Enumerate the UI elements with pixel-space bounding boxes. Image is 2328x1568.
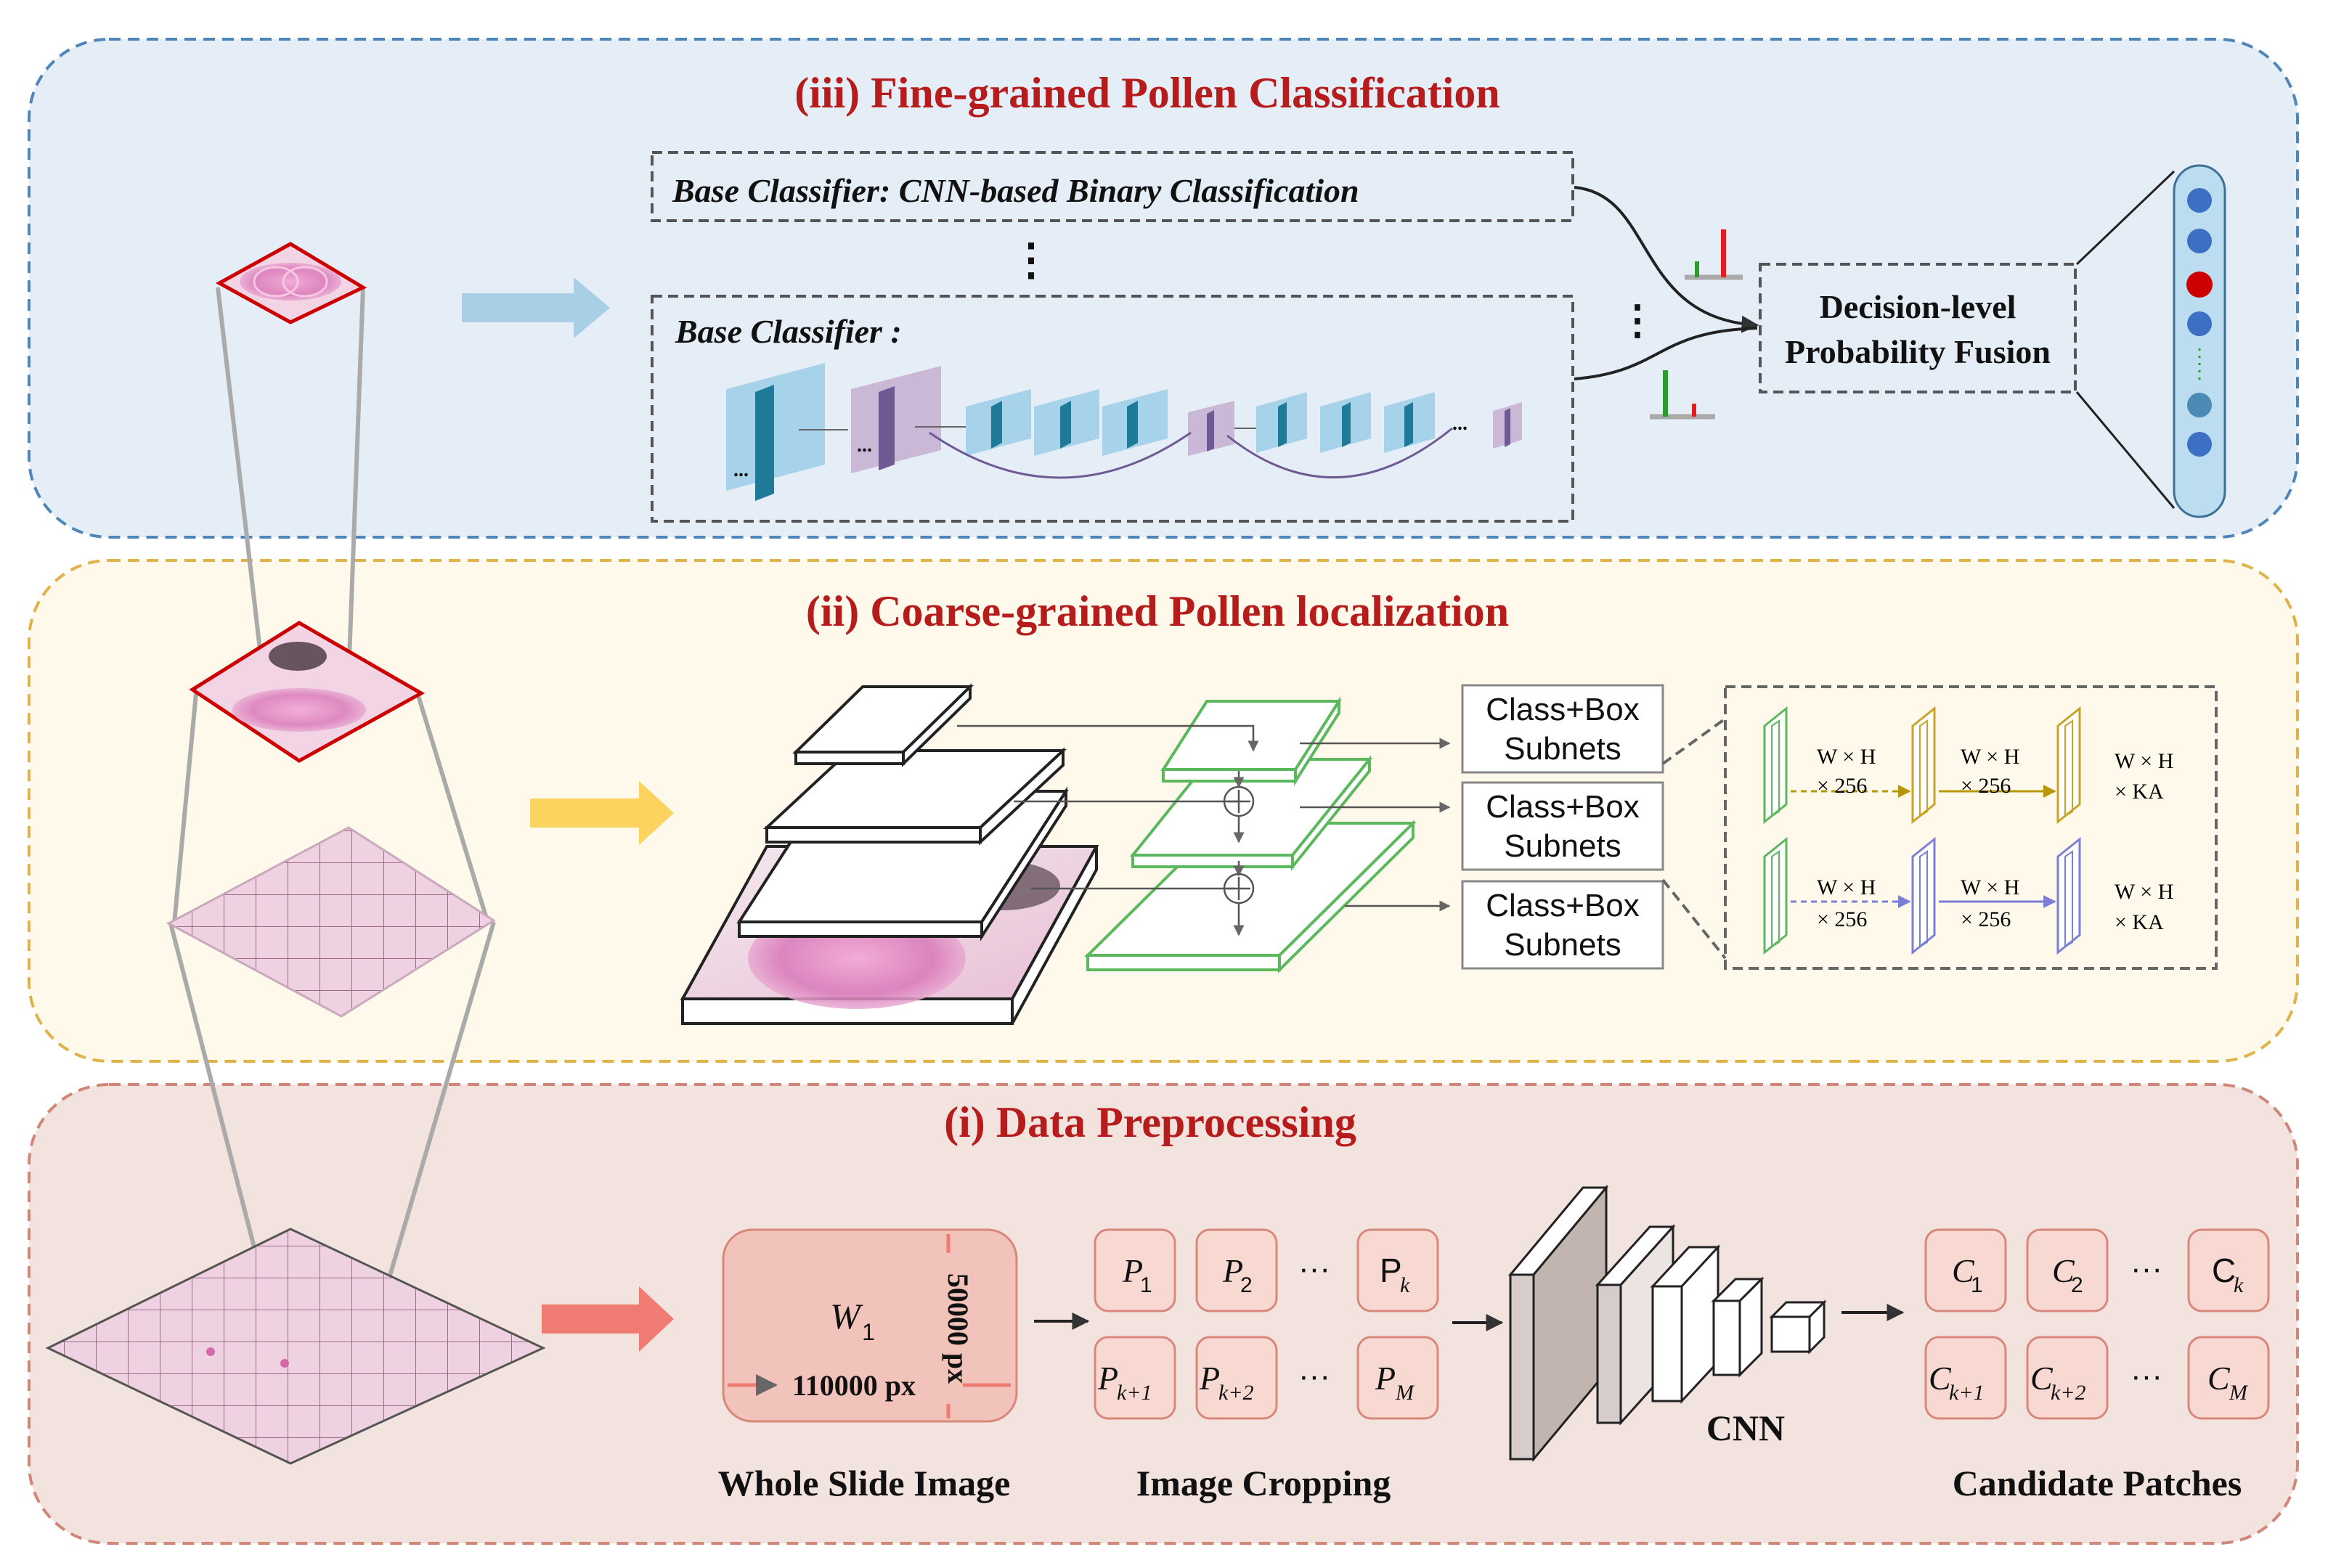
fpn-stack xyxy=(680,683,1099,1025)
svg-text:C: C xyxy=(2207,1360,2231,1397)
probability-fusion-box xyxy=(1759,263,2077,393)
box-subnet-row: W × H × 256 W × H × 256 W × H × KA xyxy=(1763,836,2173,955)
cnn-layer-blocks xyxy=(726,363,1522,501)
fine-flow-arrow xyxy=(462,277,610,338)
svg-text:k+2: k+2 xyxy=(2051,1381,2086,1405)
preprocessing-title: (i) Data Preprocessing xyxy=(944,1098,1356,1146)
svg-text:k: k xyxy=(1400,1273,1410,1297)
svg-text:k+1: k+1 xyxy=(1117,1381,1152,1405)
between-classifier-dots: ⋮ xyxy=(1617,298,1658,343)
preprocessing-flow-arrow xyxy=(542,1286,674,1352)
wsi-caption: Whole Slide Image xyxy=(718,1463,1011,1503)
svg-text:P: P xyxy=(1097,1360,1118,1397)
crop-caption: Image Cropping xyxy=(1136,1463,1391,1503)
svg-text:C: C xyxy=(2052,1252,2075,1289)
svg-text:2: 2 xyxy=(1240,1273,1253,1297)
svg-text:Subnets: Subnets xyxy=(1504,731,1621,767)
svg-text:1: 1 xyxy=(1971,1273,1983,1297)
svg-text:...: ... xyxy=(857,434,872,457)
svg-text:P: P xyxy=(1375,1360,1396,1397)
svg-text:Subnets: Subnets xyxy=(1504,927,1621,963)
svg-text:1: 1 xyxy=(862,1319,875,1345)
svg-text:M: M xyxy=(1395,1381,1415,1405)
svg-text:Class+Box: Class+Box xyxy=(1486,789,1640,825)
svg-text:...: ... xyxy=(1452,412,1468,435)
svg-text:M: M xyxy=(2229,1381,2249,1405)
svg-text:× 256: × 256 xyxy=(1817,774,1867,798)
svg-text:× KA: × KA xyxy=(2115,780,2164,804)
svg-text:W × H: W × H xyxy=(1817,745,1876,769)
svg-text:2: 2 xyxy=(2071,1273,2083,1297)
svg-text:× 256: × 256 xyxy=(1961,907,2011,931)
svg-text:C: C xyxy=(1929,1360,1952,1397)
svg-text:···: ··· xyxy=(2130,1251,2162,1286)
whole-slide-grid xyxy=(45,1228,546,1465)
base-classifier-1-label: Base Classifier: CNN-based Binary Classi… xyxy=(672,172,1359,209)
svg-text:1: 1 xyxy=(1140,1273,1152,1297)
svg-text:C: C xyxy=(1952,1252,1975,1289)
classifier-1-to-fusion xyxy=(1574,186,1759,333)
svg-text:···: ··· xyxy=(1298,1251,1330,1286)
candidate-patches: C 1 C 2 ··· C k C k+1 C k+2 ··· C M xyxy=(1924,1228,2270,1420)
whole-slide-image-box: W 1 110000 px 50000 px xyxy=(722,1228,1018,1423)
svg-text:Class+Box: Class+Box xyxy=(1486,692,1640,727)
svg-text:C: C xyxy=(2212,1251,2236,1289)
svg-text:W: W xyxy=(830,1296,863,1336)
svg-text:Subnets: Subnets xyxy=(1504,828,1621,864)
svg-text:C: C xyxy=(2030,1360,2054,1397)
classifier-vertical-dots: ⋮ xyxy=(1009,236,1053,284)
svg-text:× 256: × 256 xyxy=(1961,774,2011,798)
svg-text:W × H: W × H xyxy=(1817,875,1876,899)
svg-text:k+2: k+2 xyxy=(1218,1381,1254,1405)
fpn-lateral-arrows xyxy=(957,724,1451,936)
candidate-caption: Candidate Patches xyxy=(1953,1463,2242,1503)
fine-panel xyxy=(28,38,2299,539)
svg-text:P: P xyxy=(1199,1360,1220,1397)
output-probability-column xyxy=(2173,164,2226,518)
subnet-detail-box xyxy=(1724,685,2218,970)
subnet-box-3: Class+Box Subnets xyxy=(1461,880,1664,970)
svg-text:k+1: k+1 xyxy=(1949,1381,1985,1405)
width-px-label: 110000 px xyxy=(792,1369,916,1402)
zoom-pyramid xyxy=(45,242,546,1465)
coarse-flow-arrow xyxy=(530,781,674,845)
height-px-label: 50000 px xyxy=(942,1273,974,1384)
svg-text:W × H: W × H xyxy=(1961,745,2019,769)
svg-text:W × H: W × H xyxy=(1961,875,2019,899)
cnn-feature-extractor xyxy=(1507,1184,1827,1463)
base-classifier-2-label: Base Classifier : xyxy=(675,313,902,350)
probability-bars-top xyxy=(1685,229,1743,280)
preprocessing-panel xyxy=(28,1083,2299,1545)
svg-text:× KA: × KA xyxy=(2115,910,2164,934)
subnet-box-2: Class+Box Subnets xyxy=(1461,781,1664,871)
fusion-line-1: Decision-level xyxy=(1820,288,2016,325)
probability-bars-bottom xyxy=(1650,370,1715,420)
svg-text:× 256: × 256 xyxy=(1817,907,1867,931)
svg-text:Class+Box: Class+Box xyxy=(1486,888,1640,923)
base-classifier-2 xyxy=(651,295,1574,523)
patch-grid-tile xyxy=(166,826,496,1018)
coarse-title: (ii) Coarse-grained Pollen localization xyxy=(806,587,1509,635)
svg-text:W × H: W × H xyxy=(2115,880,2173,904)
svg-text:...: ... xyxy=(733,459,749,481)
svg-text:···: ··· xyxy=(1298,1358,1330,1394)
subnet-box-1: Class+Box Subnets xyxy=(1461,684,1664,774)
class-subnet-row: W × H × 256 W × H × 256 W × H × KA xyxy=(1763,706,2173,825)
cropped-patches: P 1 P 2 ··· P k P k+1 P k+2 ··· P M xyxy=(1094,1228,1439,1420)
fine-title: (iii) Fine-grained Pollen Classification xyxy=(794,69,1500,117)
svg-text:k: k xyxy=(2234,1273,2244,1297)
cnn-caption: CNN xyxy=(1706,1408,1785,1448)
svg-text:···: ··· xyxy=(2130,1358,2162,1394)
svg-text:P: P xyxy=(1380,1251,1402,1289)
fusion-line-2: Probability Fusion xyxy=(1785,333,2051,370)
classifier-2-to-fusion xyxy=(1574,327,1758,380)
svg-text:W × H: W × H xyxy=(2115,749,2173,773)
svg-text:P: P xyxy=(1122,1252,1143,1289)
svg-text:P: P xyxy=(1222,1252,1243,1289)
